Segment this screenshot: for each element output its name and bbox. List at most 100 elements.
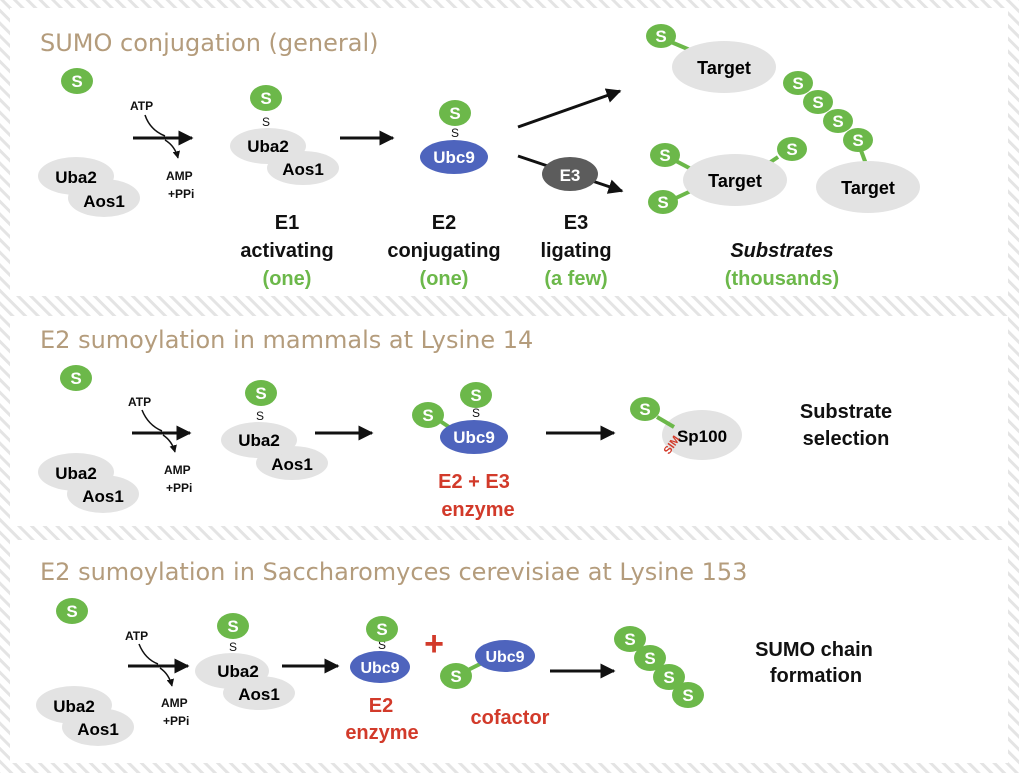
- sp100-substrate: S Sp100 SIM: [630, 397, 742, 460]
- svg-text:S: S: [376, 620, 387, 639]
- uba2-aos1-complex: Uba2 Aos1: [36, 686, 134, 746]
- substrates-label: Substrates (thousands): [725, 240, 839, 290]
- svg-text:Uba2: Uba2: [247, 137, 289, 156]
- svg-text:S: S: [422, 406, 433, 425]
- plus-sign: +: [424, 625, 444, 663]
- svg-text:SUMO chain: SUMO chain: [755, 639, 873, 661]
- svg-text:Aos1: Aos1: [282, 160, 324, 179]
- cofactor-sumo-ubc9: Ubc9 S: [440, 640, 535, 689]
- svg-text:Aos1: Aos1: [271, 455, 313, 474]
- svg-text:Ubc9: Ubc9: [485, 649, 524, 666]
- svg-text:(one): (one): [420, 268, 469, 290]
- svg-text:Aos1: Aos1: [77, 720, 119, 739]
- svg-text:E2: E2: [432, 212, 456, 234]
- sumo-icon: S: [61, 68, 93, 94]
- svg-text:S: S: [655, 27, 666, 46]
- svg-text:Uba2: Uba2: [238, 431, 280, 450]
- uba2-aos1-complex: Uba2 Aos1: [38, 453, 139, 513]
- svg-text:S: S: [66, 602, 77, 621]
- svg-text:Uba2: Uba2: [55, 464, 97, 483]
- arrow-direct-to-target: [517, 88, 622, 129]
- svg-text:S: S: [71, 72, 82, 91]
- svg-text:(one): (one): [263, 268, 312, 290]
- sumo-chain-formation-label: SUMO chain formation: [755, 639, 873, 687]
- svg-text:Uba2: Uba2: [55, 168, 97, 187]
- svg-text:S: S: [470, 386, 481, 405]
- svg-text:E2 + E3: E2 + E3: [438, 471, 510, 493]
- svg-text:S: S: [450, 667, 461, 686]
- svg-text:S: S: [812, 93, 823, 112]
- svg-text:Ubc9: Ubc9: [360, 660, 399, 677]
- target-polysumo-chain: Target S S S S: [783, 71, 920, 213]
- svg-text:S: S: [262, 115, 270, 129]
- svg-text:ATP: ATP: [130, 99, 153, 113]
- atp-activation-arrow: ATP AMP +PPi: [130, 99, 194, 201]
- sumo-icon: S: [60, 365, 92, 391]
- target-multisumoylated: Target S S S: [648, 137, 807, 214]
- svg-text:ATP: ATP: [125, 629, 148, 643]
- svg-text:Aos1: Aos1: [83, 192, 125, 211]
- svg-text:Aos1: Aos1: [82, 487, 124, 506]
- svg-text:(thousands): (thousands): [725, 268, 839, 290]
- uba2-aos1-complex: Uba2 Aos1: [38, 157, 140, 217]
- svg-text:S: S: [639, 400, 650, 419]
- svg-text:enzyme: enzyme: [441, 499, 514, 521]
- svg-text:Target: Target: [697, 58, 751, 78]
- svg-text:+PPi: +PPi: [166, 481, 192, 495]
- atp-activation-arrow: ATP AMP +PPi: [125, 629, 190, 728]
- section-title-mammals: E2 sumoylation in mammals at Lysine 14: [40, 326, 533, 354]
- svg-text:S: S: [256, 409, 264, 423]
- panel-mammals: [10, 316, 1008, 526]
- svg-text:Aos1: Aos1: [238, 685, 280, 704]
- svg-text:E3: E3: [564, 212, 588, 234]
- e3-ligase-node: E3: [542, 157, 598, 191]
- e2-enzyme-label: E2 enzyme: [345, 695, 418, 744]
- svg-text:Target: Target: [841, 178, 895, 198]
- svg-text:ATP: ATP: [128, 395, 151, 409]
- svg-text:S: S: [472, 406, 480, 420]
- svg-text:E3: E3: [560, 166, 581, 185]
- e3-label: E3 ligating (a few): [540, 212, 611, 290]
- sumo-chain: S S S S: [614, 626, 704, 708]
- target-monosumoylated: Target S: [646, 24, 776, 93]
- e2-ubc9-sumo: Ubc9 S S: [350, 616, 410, 683]
- e1-sumo-thioester: Uba2 Aos1 S S: [221, 380, 328, 480]
- svg-text:AMP: AMP: [164, 463, 191, 477]
- e2-ubc9-sumo: Ubc9 S S: [420, 100, 488, 174]
- section-title-general: SUMO conjugation (general): [40, 29, 378, 57]
- svg-text:S: S: [852, 131, 863, 150]
- svg-text:Target: Target: [708, 171, 762, 191]
- sumo-icon: S: [56, 598, 88, 624]
- svg-text:S: S: [644, 649, 655, 668]
- svg-text:S: S: [659, 146, 670, 165]
- svg-text:S: S: [255, 384, 266, 403]
- svg-text:+PPi: +PPi: [163, 714, 189, 728]
- svg-text:S: S: [229, 640, 237, 654]
- svg-text:S: S: [378, 638, 386, 652]
- svg-text:E2: E2: [369, 695, 393, 717]
- svg-text:S: S: [682, 686, 693, 705]
- substrate-selection-label: Substrate selection: [800, 401, 892, 450]
- svg-text:(a few): (a few): [544, 268, 607, 290]
- svg-text:S: S: [70, 369, 81, 388]
- svg-text:conjugating: conjugating: [387, 240, 500, 262]
- e2-e3-enzyme-ubc9: Ubc9 S S S: [412, 382, 508, 454]
- svg-text:E1: E1: [275, 212, 299, 234]
- svg-text:activating: activating: [240, 240, 333, 262]
- e1-sumo-thioester: Uba2 Aos1 S S: [230, 85, 339, 185]
- svg-text:Uba2: Uba2: [53, 697, 95, 716]
- svg-text:selection: selection: [803, 428, 890, 450]
- atp-activation-arrow: ATP AMP +PPi: [128, 395, 192, 495]
- svg-text:formation: formation: [770, 665, 862, 687]
- svg-text:Uba2: Uba2: [217, 662, 259, 681]
- svg-text:S: S: [449, 104, 460, 123]
- svg-text:AMP: AMP: [161, 696, 188, 710]
- svg-text:S: S: [260, 89, 271, 108]
- svg-text:ligating: ligating: [540, 240, 611, 262]
- svg-text:enzyme: enzyme: [345, 722, 418, 744]
- svg-text:S: S: [624, 630, 635, 649]
- svg-text:Ubc9: Ubc9: [433, 148, 475, 167]
- svg-text:S: S: [227, 617, 238, 636]
